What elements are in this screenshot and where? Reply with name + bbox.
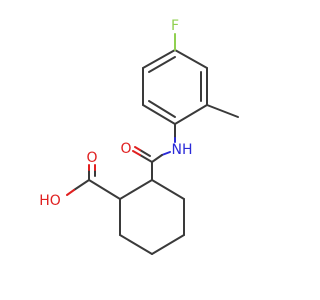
bond [148,56,176,73]
bond-n-carbonyl [161,151,171,156]
bond-acid-hydroxyl [66,189,75,196]
amide-nitrogen-label: NH [172,142,193,158]
bond-n-carbonyl [151,154,163,163]
bond-carbonyl-o [132,150,141,156]
bond-ring-acid [88,179,121,200]
benzene-ring [142,49,208,125]
bond [174,104,208,125]
acid-hydroxyl-label: HO [39,193,61,209]
bond [142,49,176,69]
bond [148,100,176,118]
bond [174,49,208,69]
bond-acid-hydroxyl [73,179,90,191]
bond-carbonyl-o [139,154,153,163]
bond [142,104,176,125]
structure-diagram: F NH O O HO [39,18,239,255]
bond-methyl [206,104,239,118]
bond-carbonyl-o [134,146,141,151]
acid-oxygen-label: O [86,150,97,166]
cyclohexane-ring [119,179,185,255]
fluorine-label: F [171,18,179,34]
bond-carbonyl-o [139,149,151,157]
bond [151,179,185,200]
bond [151,234,185,255]
carbonyl-oxygen-label: O [120,141,131,157]
bond [119,234,153,255]
bond [119,179,153,200]
